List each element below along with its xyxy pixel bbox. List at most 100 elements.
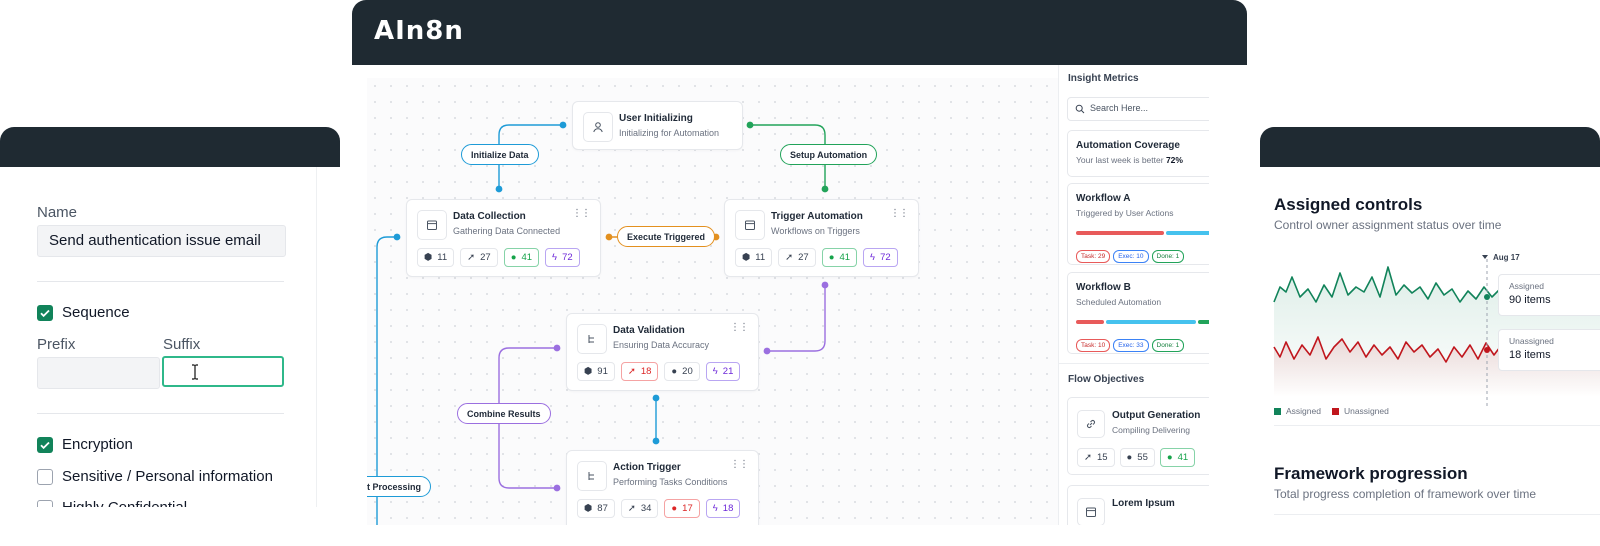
flash-icon: ϟ	[870, 252, 876, 263]
rocket-icon: ➚	[627, 366, 636, 377]
check-circle-icon: ●	[1126, 452, 1133, 463]
badge-cube: ⬢11	[735, 248, 773, 267]
output-title: Output Generation	[1112, 410, 1201, 421]
rocket-icon: ➚	[1084, 452, 1092, 463]
drag-handle-icon[interactable]: ⋮⋮	[572, 208, 591, 219]
output-generation-card[interactable]: Output Generation Compiling Delivering ➚…	[1067, 397, 1209, 475]
divider	[1274, 425, 1600, 426]
workflow-a-sub: Triggered by User Actions	[1076, 208, 1174, 218]
workflow-b-title: Workflow B	[1076, 282, 1131, 293]
pill-execute-triggered[interactable]: Execute Triggered	[617, 226, 716, 247]
sensitive-label: Sensitive / Personal information	[62, 468, 273, 485]
calendar-icon	[735, 210, 765, 240]
pill-label: Combine Results	[467, 408, 541, 419]
cube-icon: ⬢	[424, 252, 433, 263]
progress-done	[1198, 320, 1209, 324]
form-panel-header	[0, 127, 340, 167]
pill-label: Initialize Data	[471, 149, 529, 160]
pill-setup-automation[interactable]: Setup Automation	[780, 144, 878, 165]
tooltip-assigned-value: 90 items	[1509, 294, 1551, 306]
badge-cube: ⬢11	[417, 248, 455, 267]
lorem-ipsum-card[interactable]: Lorem Ipsum	[1067, 485, 1209, 525]
badge-rocket: ➚15	[1077, 448, 1115, 467]
drag-handle-icon[interactable]: ⋮⋮	[730, 459, 749, 470]
progress-exec	[1166, 231, 1209, 235]
badge-cube: ⬢87	[577, 499, 615, 518]
node-data-collection[interactable]: Data Collection Gathering Data Connected…	[406, 199, 601, 277]
tooltip-unassigned-value: 18 items	[1509, 349, 1551, 361]
node-trigger-automation[interactable]: Trigger Automation Workflows on Triggers…	[724, 199, 919, 277]
encryption-label: Encryption	[62, 436, 133, 453]
check-circle-icon: ●	[671, 366, 678, 377]
prefix-label: Prefix	[37, 336, 76, 353]
pill-select-processing[interactable]: ct Processing	[367, 476, 432, 497]
workflow-b-sub: Scheduled Automation	[1076, 297, 1162, 307]
progress-exec	[1106, 320, 1196, 324]
calendar-icon	[417, 210, 447, 240]
suffix-field[interactable]	[162, 356, 284, 387]
rocket-icon: ➚	[627, 503, 636, 514]
partial-checkbox[interactable]	[37, 500, 53, 507]
prefix-field[interactable]	[37, 357, 160, 389]
drag-handle-icon[interactable]: ⋮⋮	[890, 208, 909, 219]
node-data-validation[interactable]: Data Validation Ensuring Data Accuracy ⋮…	[566, 313, 759, 391]
encryption-checkbox[interactable]	[37, 437, 53, 453]
pill-combine-results[interactable]: Combine Results	[457, 403, 551, 424]
suffix-label: Suffix	[163, 336, 201, 353]
cube-icon: ⬢	[742, 252, 751, 263]
name-field[interactable]: Send authentication issue email	[37, 225, 286, 257]
tooltip-assigned-label: Assigned	[1509, 281, 1544, 291]
framework-progression-title: Framework progression	[1274, 464, 1468, 483]
assigned-controls-title: Assigned controls	[1274, 195, 1423, 214]
pill-initialize-data[interactable]: Initialize Data	[461, 144, 539, 165]
node-user-initializing[interactable]: User Initializing Initializing for Autom…	[572, 101, 743, 150]
pill-label: ct Processing	[367, 481, 422, 492]
name-field-value: Send authentication issue email	[49, 232, 261, 249]
node-subtitle: Workflows on Triggers	[771, 226, 860, 236]
branch-icon	[577, 461, 607, 491]
link-icon	[1077, 410, 1105, 438]
check-circle-icon: ●	[828, 252, 835, 263]
node-title: Data Collection	[453, 211, 526, 222]
legend-assigned: Assigned	[1286, 406, 1321, 416]
node-subtitle: Performing Tasks Conditions	[613, 477, 728, 487]
workflow-app-window: AIn8n Initialize Data Setup Automati	[352, 0, 1247, 525]
drag-handle-icon[interactable]: ⋮⋮	[730, 322, 749, 333]
coverage-sub: Your last week is better 72%	[1076, 155, 1183, 165]
workflow-a-title: Workflow A	[1076, 193, 1131, 204]
workflow-canvas[interactable]: Initialize Data Setup Automation Execute…	[367, 78, 1067, 525]
flash-icon: ϟ	[712, 503, 718, 514]
badge-rocket: ➚18	[620, 362, 659, 381]
cube-icon: ⬢	[584, 503, 593, 514]
search-input[interactable]: Search Here...	[1067, 97, 1209, 121]
badge-check: ●20	[664, 362, 700, 381]
check-icon	[40, 309, 50, 318]
check-circle-icon: ●	[510, 252, 517, 263]
node-title: Action Trigger	[613, 462, 681, 473]
app-header: AIn8n	[352, 0, 1247, 65]
output-sub: Compiling Delivering	[1112, 425, 1190, 435]
dashboard-panel-header	[1260, 127, 1600, 167]
workflow-b-card[interactable]: Workflow B Scheduled Automation Task: 10…	[1067, 272, 1209, 354]
workflow-a-card[interactable]: Workflow A Triggered by User Actions Tas…	[1067, 183, 1209, 265]
node-subtitle: Ensuring Data Accuracy	[613, 340, 710, 350]
calendar-icon	[1077, 498, 1105, 525]
framework-progression-subtitle: Total progress completion of framework o…	[1274, 487, 1537, 501]
app-logo: AIn8n	[374, 16, 464, 46]
sequence-checkbox[interactable]	[37, 305, 53, 321]
insight-sidebar: Insight Metrics Search Here... Automatio…	[1058, 65, 1209, 525]
badge-alert: ●17	[664, 499, 700, 518]
insight-metrics-header: Insight Metrics	[1068, 73, 1139, 84]
badge-check: ●41	[1159, 448, 1196, 467]
alert-circle-icon: ●	[671, 503, 678, 514]
node-title: User Initializing	[619, 113, 693, 124]
coverage-card[interactable]: Automation Coverage Your last week is be…	[1067, 130, 1209, 177]
divider	[1274, 514, 1600, 515]
node-action-trigger[interactable]: Action Trigger Performing Tasks Conditio…	[566, 450, 759, 525]
sensitive-checkbox[interactable]	[37, 469, 53, 485]
